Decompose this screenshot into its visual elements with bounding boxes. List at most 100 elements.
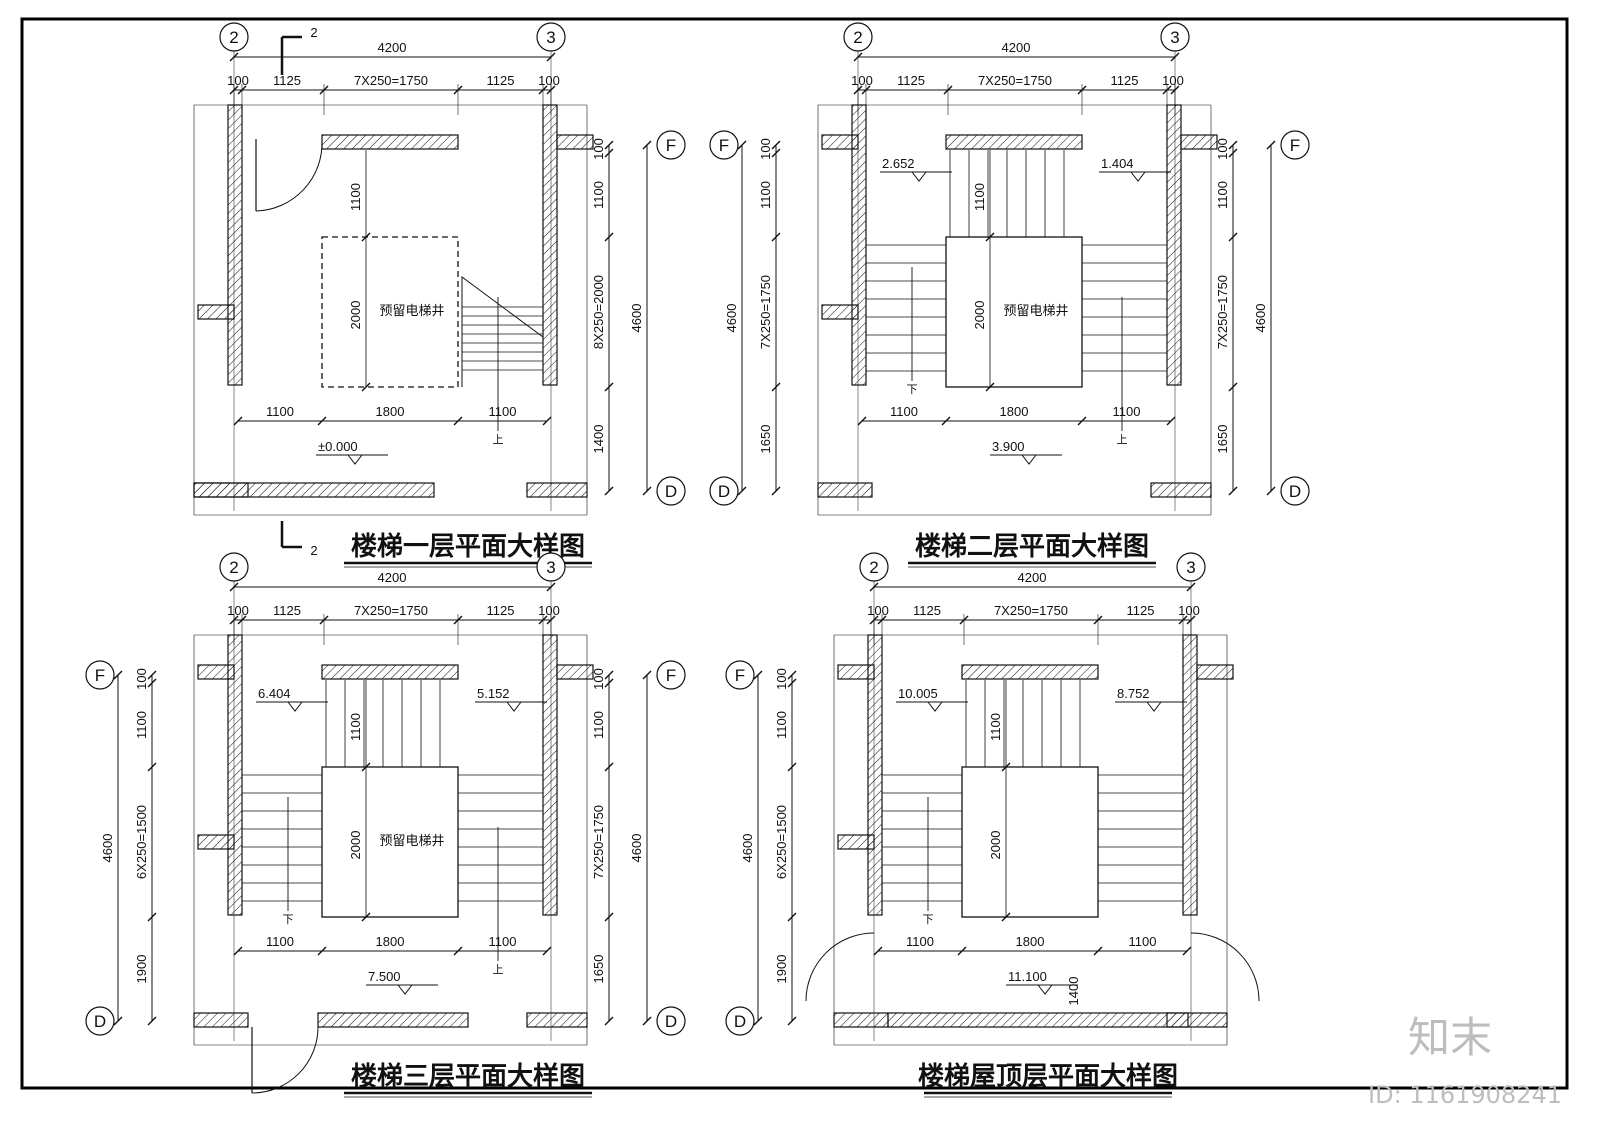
left-top-stub [821,134,859,150]
shaft-depth-label: 2000 [348,301,363,330]
plan-title: 楼梯屋顶层平面大样图 [918,1061,1178,1092]
axis-bubble-bottom-left-circle [725,1006,755,1036]
top-dim-1: 1125 [273,603,301,618]
dim-tick [604,148,614,158]
axis-bubble-bottom-right-circle [1280,476,1310,506]
right-wall-stub [556,664,594,680]
overall-depth-right: 4600 [629,304,644,333]
top-window-wall [321,664,459,680]
elevator-shaft [945,236,1083,388]
right-dim-0: 100 [591,668,606,690]
bottom-dim-1: 1800 [376,934,405,949]
dim-tick [753,670,763,680]
bottom-dim-1: 1800 [1000,404,1029,419]
left-wall-stub [197,834,235,850]
left-dim-3: 1900 [134,955,149,984]
dim-tick [233,946,243,956]
top-dim-0: 100 [867,603,889,618]
dim-tick [753,1016,763,1026]
dim-tick [1166,416,1176,426]
dim-tick [737,486,747,496]
left-dim-1: 1100 [134,711,149,739]
extra-dim-label: 1400 [1066,977,1081,1006]
top-dim-3: 1125 [1111,73,1139,88]
sheet-border [20,17,1569,1090]
shaft-room-label: 预留电梯井 [379,304,444,319]
top-dim-3: 1125 [487,73,515,88]
dim-tick [787,912,797,922]
shaft-depth-label: 2000 [972,301,987,330]
up-label: 上 [493,963,504,976]
bottom-wall-right [526,1012,588,1028]
image-id-label: ID: 1161908241 [1368,1081,1562,1109]
dim-tick [1228,382,1238,392]
overall-depth-right: 4600 [1253,304,1268,333]
top-dim-0: 100 [227,603,249,618]
level-triangle [1021,454,1037,465]
shaft-upper-label: 1100 [348,183,363,211]
right-dim-1: 1100 [591,181,606,209]
right-wall [1166,104,1182,386]
dim-tick [233,416,243,426]
door-arc-left [805,932,875,1002]
dim-tick [642,486,652,496]
dim-tick [771,382,781,392]
dim-tick [604,670,614,680]
overall-width-label: 4200 [1018,570,1047,585]
shaft-upper-label: 1100 [988,713,1003,741]
top-dim-1: 1125 [913,603,941,618]
axis-bubble-right: 3 [1186,558,1195,577]
left-dim-1: 1100 [774,711,789,739]
dim-tick [361,382,371,392]
axis-bubble-left: 2 [869,558,878,577]
dim-tick [361,912,371,922]
level-triangle [506,701,522,712]
elevator-shaft [321,236,459,388]
left-top-stub [197,664,235,680]
top-dim-3: 1125 [487,603,515,618]
axis-bubble-top-left-circle [725,660,755,690]
level-triangle [1037,984,1053,995]
level-mark-0: 10.005 [898,686,938,701]
axis-bubble-top-right: F [666,136,676,155]
axis-bubble-top-right-circle [1280,130,1310,160]
dim-tick [985,232,995,242]
right-wall [542,634,558,916]
bottom-wall-right [1150,482,1212,498]
left-dim-1: 1100 [758,181,773,209]
dim-tick [604,486,614,496]
axis-bubble-left: 2 [229,558,238,577]
dim-tick [453,946,463,956]
axis-bubble-right: 3 [546,28,555,47]
right-wall [1182,634,1198,916]
top-dim-2: 7X250=1750 [978,73,1052,88]
dim-tick [1266,140,1276,150]
bottom-wall-roof [887,1012,1189,1028]
axis-bubble-top-left-circle [709,130,739,160]
bottom-dim-0: 1100 [266,934,294,949]
dim-tick [1001,912,1011,922]
dim-tick [317,416,327,426]
elevator-shaft [321,766,459,918]
right-dim-1: 1100 [1215,181,1230,209]
section-mark-top-label: 2 [310,25,317,40]
top-dim-1: 1125 [273,73,301,88]
dim-tick [771,148,781,158]
bottom-wall-long [193,482,435,498]
level-triangle [397,984,413,995]
down-label: 下 [923,913,934,926]
dim-tick [542,946,552,956]
level-mark-0: ±0.000 [318,439,358,454]
dim-tick [361,762,371,772]
bottom-dim-1: 1800 [1016,934,1045,949]
dim-tick [147,670,157,680]
dim-tick [147,912,157,922]
left-dim-0: 100 [758,138,773,160]
down-label: 下 [283,913,294,926]
bottom-dim-1: 1800 [376,404,405,419]
top-window-wall [961,664,1099,680]
shaft-depth-label: 2000 [348,831,363,860]
